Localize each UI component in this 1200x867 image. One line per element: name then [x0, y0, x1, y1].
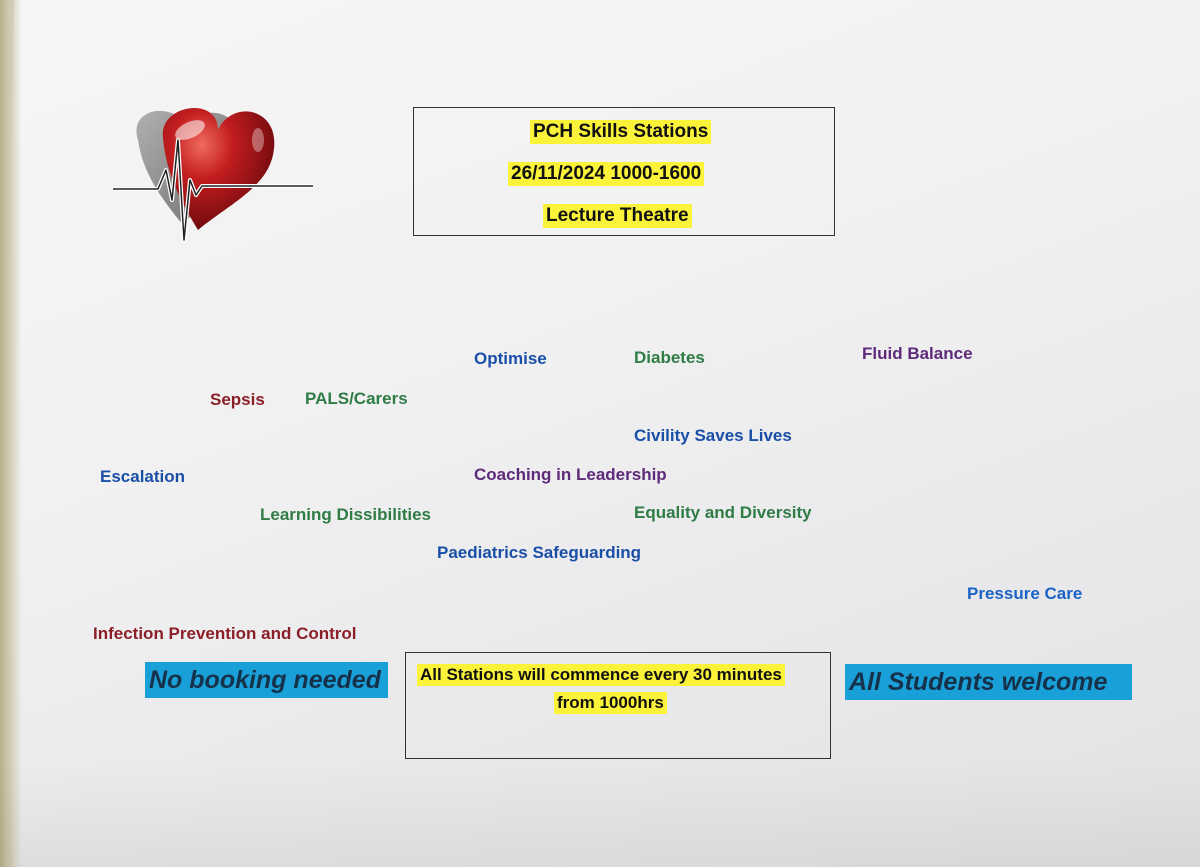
topic-sepsis: Sepsis	[210, 390, 265, 409]
shadow	[0, 760, 1200, 867]
topic-infection-prevention: Infection Prevention and Control	[93, 624, 357, 643]
no-booking-banner: No booking needed	[145, 662, 388, 698]
topic-pals-carers: PALS/Carers	[305, 389, 408, 408]
event-location: Lecture Theatre	[543, 204, 692, 228]
heart-with-ecg-icon	[113, 108, 313, 242]
paper-edge	[0, 0, 22, 867]
topic-optimise: Optimise	[474, 349, 547, 368]
event-title: PCH Skills Stations	[530, 120, 712, 144]
topic-civility-saves-lives: Civility Saves Lives	[634, 426, 792, 445]
schedule-note-line2: from 1000hrs	[554, 692, 667, 714]
topic-escalation: Escalation	[100, 467, 186, 486]
topic-fluid-balance: Fluid Balance	[862, 344, 973, 363]
event-date: 26/11/2024 1000-1600	[508, 162, 705, 186]
title-box	[413, 107, 835, 236]
topic-pressure-care: Pressure Care	[967, 584, 1083, 603]
topic-equality-diversity: Equality and Diversity	[634, 503, 812, 522]
schedule-note-box	[405, 652, 831, 759]
topic-coaching-in-leadership: Coaching in Leadership	[474, 465, 667, 484]
topic-paediatrics-safeguarding: Paediatrics Safeguarding	[437, 543, 642, 562]
topic-diabetes: Diabetes	[634, 348, 705, 367]
students-welcome-banner: All Students welcome	[845, 664, 1132, 700]
schedule-note-line1: All Stations will commence every 30 minu…	[417, 664, 785, 686]
topic-learning-disabilities: Learning Dissibilities	[260, 505, 431, 524]
